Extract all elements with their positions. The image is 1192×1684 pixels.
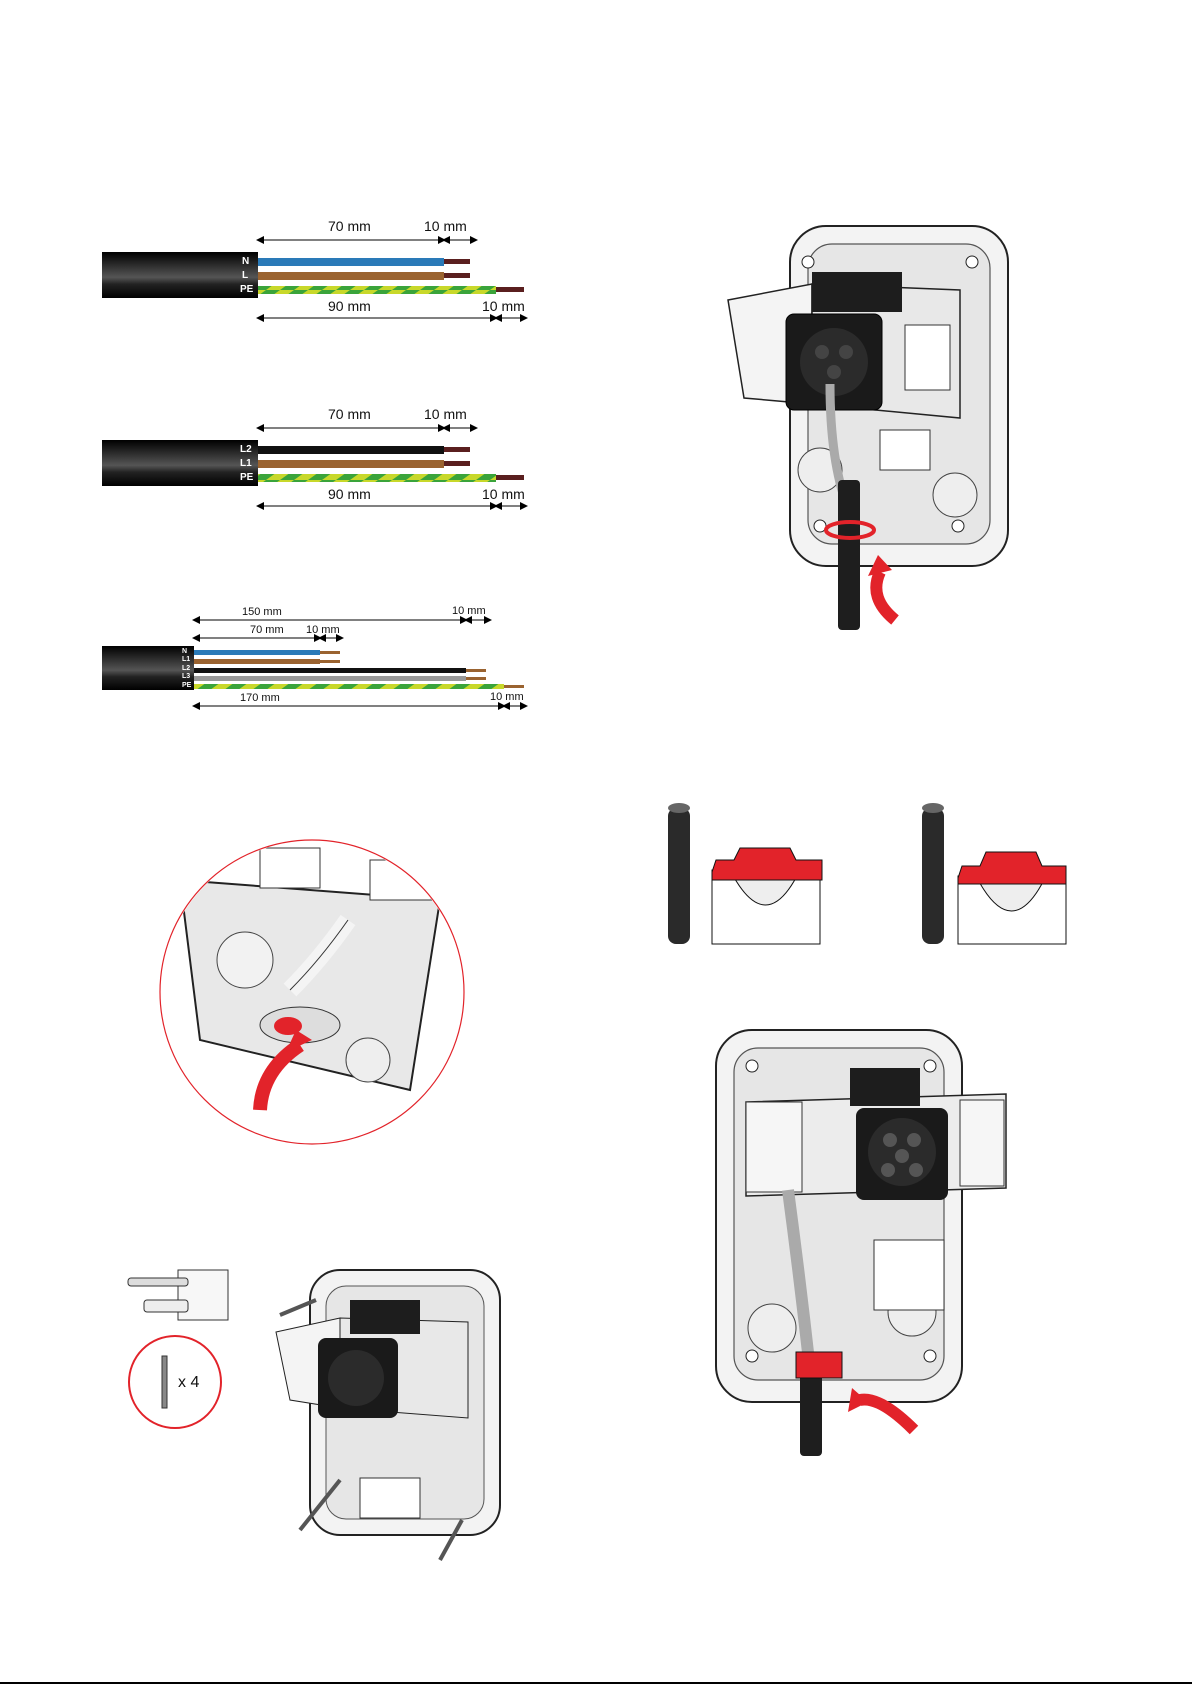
screw-count: x 4 (178, 1374, 199, 1392)
